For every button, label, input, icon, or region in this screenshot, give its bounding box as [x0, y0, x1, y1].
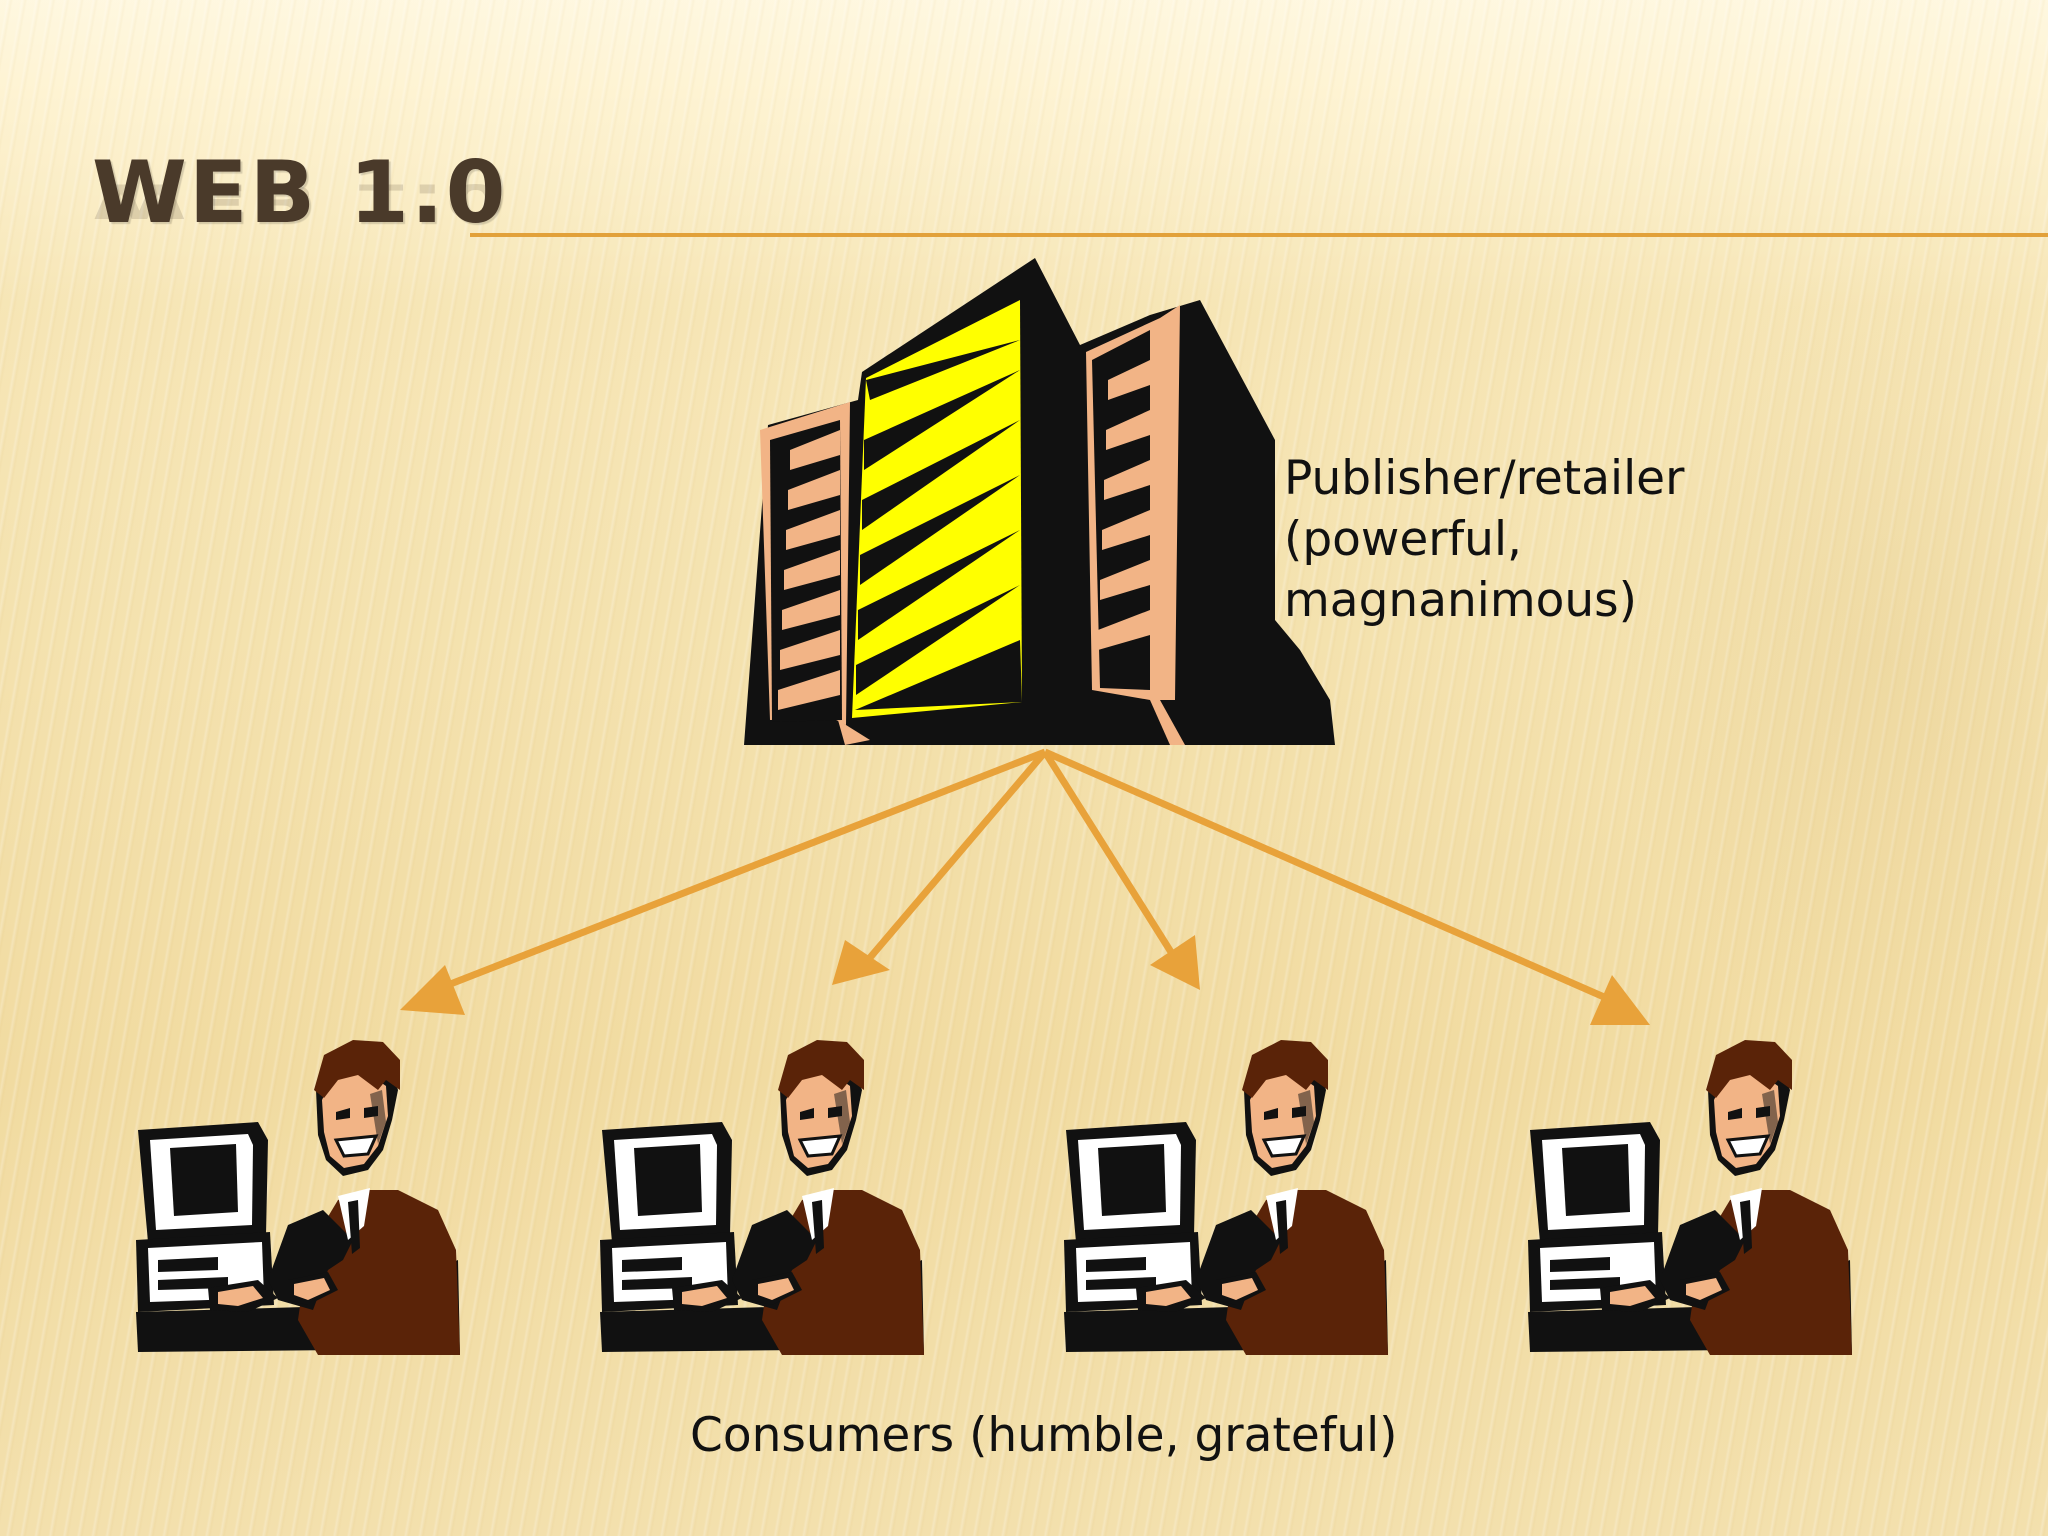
person-at-computer-icon — [1062, 1038, 1390, 1357]
person-at-computer-icon — [598, 1038, 926, 1357]
person-at-computer-icon — [134, 1038, 462, 1357]
arrowheads — [400, 935, 1650, 1025]
publisher-label-line-1: Publisher/retailer — [1284, 451, 1685, 506]
consumer-2 — [598, 1038, 926, 1357]
person-at-computer-icon — [1526, 1038, 1854, 1357]
title-underline — [470, 233, 2048, 237]
publisher-label: Publisher/retailer (powerful, magnanimou… — [1284, 448, 1704, 631]
background-shape — [1608, 250, 2048, 1070]
arrowhead-1 — [400, 965, 465, 1015]
office-building-icon — [744, 258, 1335, 745]
slide-title: WEB 1.0 — [92, 143, 508, 243]
consumer-1 — [134, 1038, 462, 1357]
arrow-to-consumer-2 — [865, 749, 1048, 963]
arrowhead-3 — [1150, 935, 1200, 990]
arrowhead-4 — [1590, 975, 1650, 1025]
arrow-to-consumer-3 — [1042, 750, 1179, 962]
publisher-label-line-3: magnanimous) — [1284, 573, 1638, 628]
arrowhead-2 — [832, 940, 890, 985]
consumer-3 — [1062, 1038, 1390, 1357]
consumer-4 — [1526, 1038, 1854, 1357]
arrows — [428, 748, 1622, 1008]
arrow-to-consumer-1 — [428, 748, 1047, 996]
arrow-to-consumer-4 — [1043, 748, 1622, 1008]
consumers-label: Consumers (humble, grateful) — [690, 1408, 1398, 1463]
publisher-label-line-2: (powerful, — [1284, 512, 1522, 567]
